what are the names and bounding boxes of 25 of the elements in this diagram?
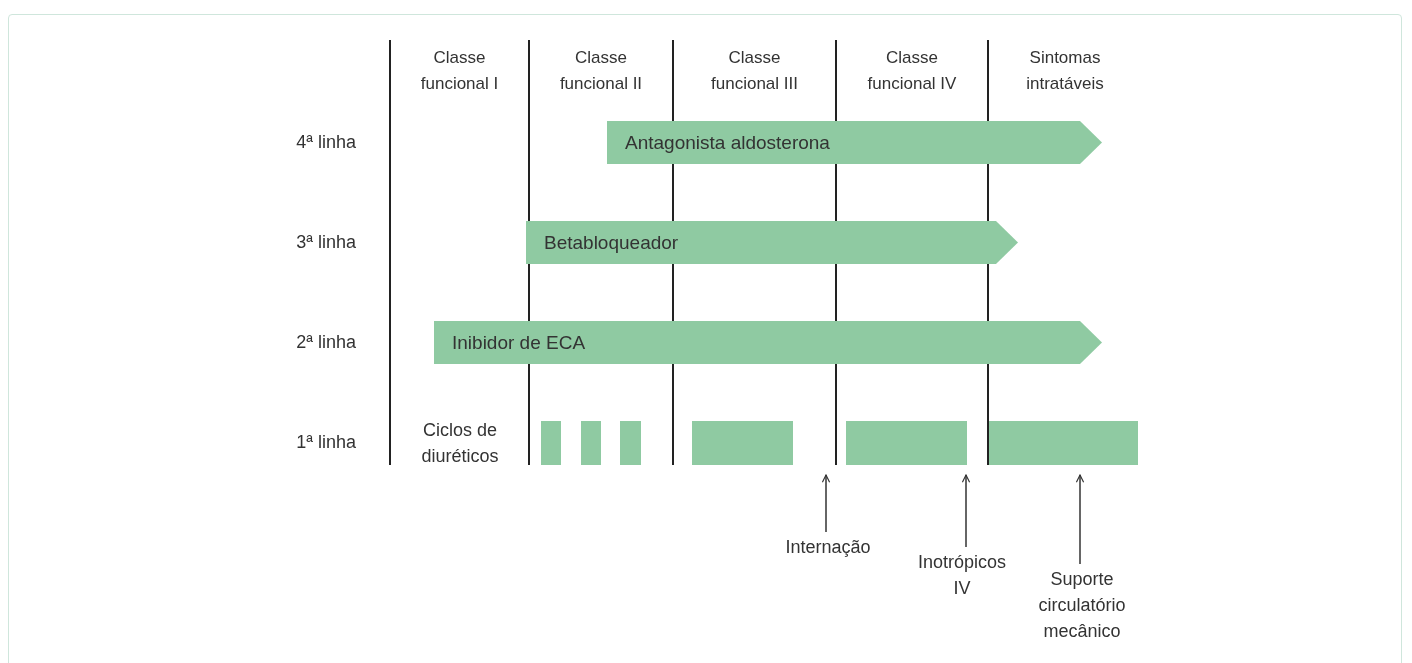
column-header: Classe funcional II <box>558 47 644 95</box>
row-label: 1ª linha <box>295 431 356 454</box>
treatment-arrow-bar: Betabloqueador <box>526 221 1018 264</box>
arrow <box>821 474 831 533</box>
column-header: Sintomas intratáveis <box>1025 47 1105 95</box>
column-header: Classe funcional I <box>419 47 500 95</box>
treatment-bar <box>692 421 793 465</box>
treatment-bar <box>541 421 561 465</box>
treatment-arrow-bar: Inibidor de ECA <box>434 321 1102 364</box>
row-label: 2ª linha <box>295 331 356 354</box>
annotation-text: Internação <box>767 534 889 560</box>
column-header: Classe funcional IV <box>866 47 958 95</box>
treatment-bar <box>620 421 641 465</box>
row-note: Ciclos de diuréticos <box>420 419 500 468</box>
treatment-bar <box>581 421 601 465</box>
arrow <box>961 474 971 548</box>
treatment-bar <box>846 421 967 465</box>
row-label: 3ª linha <box>295 231 356 254</box>
arrow <box>1075 474 1085 565</box>
treatment-arrow-bar: Antagonista aldosterona <box>607 121 1102 164</box>
annotation-text: Suporte circulatório mecânico <box>1022 566 1142 644</box>
annotation-text: Inotrópicos IV <box>912 549 1012 601</box>
column-header: Classe funcional III <box>710 47 799 95</box>
row-label: 4ª linha <box>295 131 356 154</box>
treatment-bar <box>989 421 1138 465</box>
